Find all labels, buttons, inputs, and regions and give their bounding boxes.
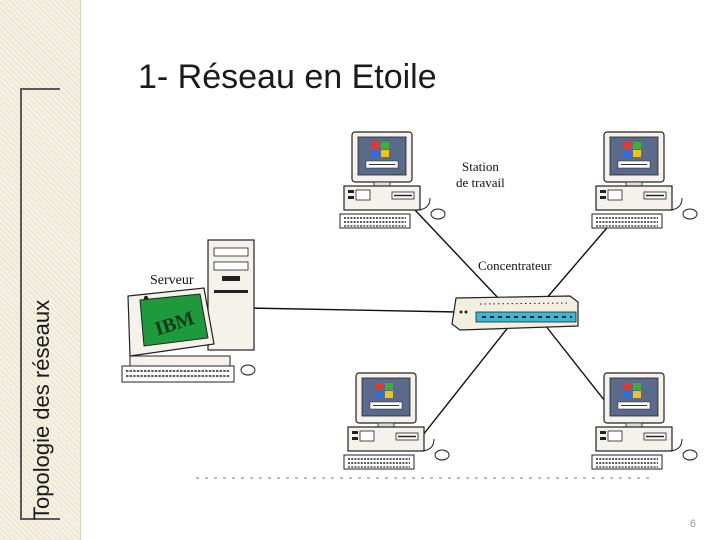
side-bracket: [20, 88, 60, 520]
cable-hub-bottom-left: [414, 324, 511, 446]
server-label: Serveur: [150, 273, 194, 288]
network-cables: [247, 209, 613, 446]
slide-title: 1- Réseau en Etoile: [138, 58, 437, 96]
workstation-top-left: [339, 131, 446, 229]
hub-label: Concentrateur: [478, 258, 552, 273]
cable-server-hub: [247, 307, 459, 313]
side-decoration-strip: [0, 0, 80, 540]
workstation-label-line1: Station: [462, 159, 499, 174]
side-divider: [80, 0, 81, 540]
workstation-bottom-right: [591, 372, 698, 470]
page-number: 6: [689, 518, 696, 530]
workstation-label-line2: de travail: [456, 175, 505, 190]
cable-hub-bottom-right: [544, 324, 613, 411]
cable-hub-top-right: [544, 221, 613, 301]
cable-hub-top-left: [414, 209, 501, 301]
server-computer: [121, 239, 256, 383]
workstation-top-right: [591, 131, 698, 229]
hub-concentrator: [451, 295, 579, 331]
